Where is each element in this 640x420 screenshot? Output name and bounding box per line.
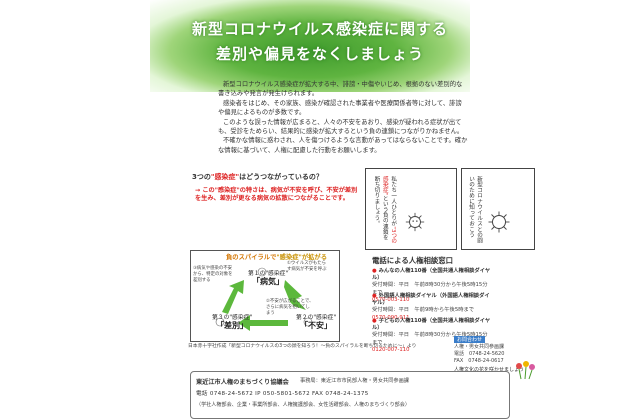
- message-text-b: という負の連鎖を断ち切りましょう。: [373, 176, 388, 241]
- consultation-hours: 受付時間：平日 午前9時から午後5時まで: [372, 307, 475, 314]
- consultation-item: ●子どもの人権110番（全国共通人権相談ダイヤル） 受付時間：平日 午前8時30…: [372, 318, 491, 353]
- virus-icon: [405, 212, 425, 232]
- consultation-hours: 受付時間：平日 午前8時30分から午後5時15分まで: [372, 332, 488, 346]
- question-suffix: はどうつながっているの？: [239, 173, 323, 181]
- consultation-phone[interactable]: 0570-003-110: [372, 296, 410, 303]
- spiral-arrows: [215, 267, 313, 331]
- node-disease-label: 第１の"感染症": [248, 271, 289, 277]
- consultation-name: みんなの人権110番（全国共通人権相談ダイヤル）: [372, 268, 491, 282]
- message-box-text: 私たち一人ひとりが"3つの感染症"という負の連鎖を断ち切りましょう。: [372, 176, 397, 244]
- footer-members: （学社人権部会、企業・事業所部会、人権擁護部会、女性活躍部会、人権のまちづくり部…: [196, 402, 410, 408]
- question-highlight: "感染症": [210, 173, 240, 181]
- node-disease: 第１の"感染症" 「病気」: [248, 270, 288, 286]
- footer-box: [190, 371, 510, 419]
- footer-office: 事務局：東近江市市民部人権・男女共同参画課: [300, 378, 409, 384]
- info-box: [461, 168, 535, 250]
- consultation-name: 外国語人権相談ダイヤル（外国語人権相談ダイヤル）: [372, 293, 490, 307]
- consultation-phone[interactable]: 0120-007-110: [372, 346, 410, 353]
- inquiry-label: お問合わせ: [454, 336, 486, 343]
- node-discrimination-title: 「差別」: [216, 321, 249, 330]
- question-explanation: → この"感染症"の特さは、病気が不安を呼び、不安が差別を生み、差別が更なる病気…: [195, 187, 358, 203]
- flowers-icon: [516, 361, 535, 380]
- node-anxiety: 第２の"感染症" 「不安」: [296, 314, 336, 330]
- spiral-title-b: "感染症"が拡がる: [276, 254, 328, 261]
- consultation-hours: 受付時間：平日 午前8時30分から午後5時15分まで: [372, 282, 488, 296]
- intro-text: 新型コロナウイルス感染症が拡大する中、誹謗・中傷やいじめ、根拠のない差別的な書き…: [218, 80, 468, 155]
- node-disease-title: 「病気」: [252, 277, 285, 286]
- inquiry-contact: 人権・男女共同参画課 電話 0748-24-5620 FAX 0748-24-0…: [454, 344, 522, 365]
- question-heading: 3つの"感染症"はどうつながっているの？: [192, 172, 323, 182]
- consultation-item: ●みんなの人権110番（全国共通人権相談ダイヤル） 受付時間：平日 午前8時30…: [372, 268, 491, 303]
- intro-paragraph: 新型コロナウイルス感染症が拡大する中、誹謗・中傷やいじめ、根拠のない差別的な書き…: [218, 81, 463, 98]
- arrow-right: [284, 280, 306, 310]
- node-anxiety-title: 「不安」: [300, 321, 333, 330]
- intro-paragraph: このような誤った情報が広まると、人々の不安をあおり、感染が疑われる症状が出ても、…: [218, 118, 464, 136]
- arrow-bottom: [238, 315, 288, 331]
- message-box: [365, 168, 457, 250]
- spiral-note: ②不安が広がることで、さらに病気を招いてしまう: [266, 299, 314, 316]
- consultation-title: 電話による人権相談窓口: [372, 256, 454, 265]
- virus-icon: [488, 211, 510, 233]
- spiral-diagram: [190, 250, 340, 342]
- inquiry-fax: FAX 0748-24-0617: [454, 358, 504, 364]
- spiral-title-a: 負のスパイラルで: [226, 254, 277, 261]
- intro-paragraph: 不確かな情報に惑わされ、人を傷つけるような言動があってはならないことです。確かな…: [218, 137, 468, 154]
- page-title-line2: 差別や偏見をなくしましょう: [215, 45, 424, 63]
- inquiry-phone[interactable]: 電話 0748-24-5620: [454, 351, 505, 357]
- node-discrimination: 第３の"感染症" 「差別」: [212, 314, 252, 330]
- consultation-item: ●外国語人権相談ダイヤル（外国語人権相談ダイヤル） 受付時間：平日 午前9時から…: [372, 293, 492, 322]
- spiral-title: 負のスパイラルで"感染症"が拡がる: [226, 252, 327, 261]
- question-prefix: 3つの: [192, 173, 211, 181]
- intro-paragraph: 感染者をはじめ、その家族、感染が確認された事業者や医療関係者等に対して、誹謗や偏…: [218, 99, 462, 117]
- spiral-note: ①ウイルスがもたらす病気が不安を呼ぶ: [287, 261, 327, 272]
- page-title-line1: 新型コロナウイルス感染症に関する: [191, 20, 448, 38]
- arrow-left: [222, 280, 244, 314]
- inquiry-dept: 人権・男女共同参画課: [454, 344, 505, 350]
- message-text-highlight: "3つの感染症": [381, 176, 397, 244]
- footer-organization: 東近江市人権のまちづくり協議会: [196, 379, 289, 386]
- spiral-note: ③病気や感染の不安から、特定の対象を差別する: [193, 266, 233, 283]
- node-anxiety-label: 第２の"感染症": [296, 315, 337, 321]
- header-banner: [150, 0, 470, 92]
- node-discrimination-label: 第３の"感染症": [212, 315, 253, 321]
- message-text-a: 私たち一人ひとりが: [390, 176, 397, 227]
- info-box-text: 新型コロナウイルスとの闘いのために知っておこう: [468, 176, 482, 244]
- closing-message: 人権文化の花を咲かせましょう: [454, 367, 525, 373]
- consultation-name: 子どもの人権110番（全国共通人権相談ダイヤル）: [372, 318, 491, 332]
- consultation-phone[interactable]: 0570-090-911: [372, 314, 410, 321]
- source-note: 日本赤十字社作成「新型コロナウイルスの3つの顔を知ろう！～負のスパイラルを断ち切…: [188, 344, 417, 349]
- footer-contact: 電話 0748-24-5672 IP 050-5801-5672 FAX 074…: [196, 391, 369, 397]
